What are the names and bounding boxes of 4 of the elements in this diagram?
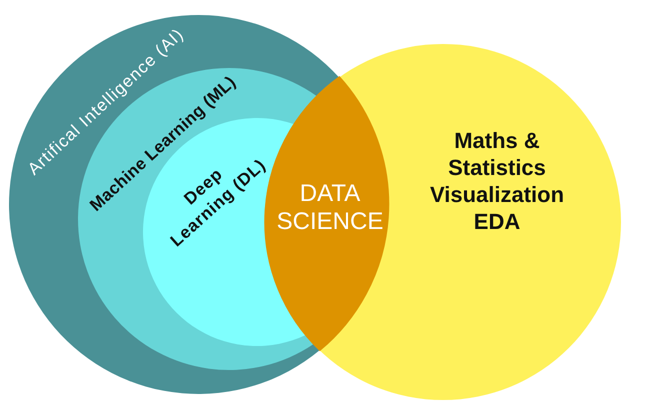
topic-label: Visualization xyxy=(430,181,564,208)
topic-label: EDA xyxy=(474,208,520,235)
topic-label: Maths & Statistics xyxy=(447,127,547,181)
overlap-label: DATA SCIENCE xyxy=(276,180,384,236)
